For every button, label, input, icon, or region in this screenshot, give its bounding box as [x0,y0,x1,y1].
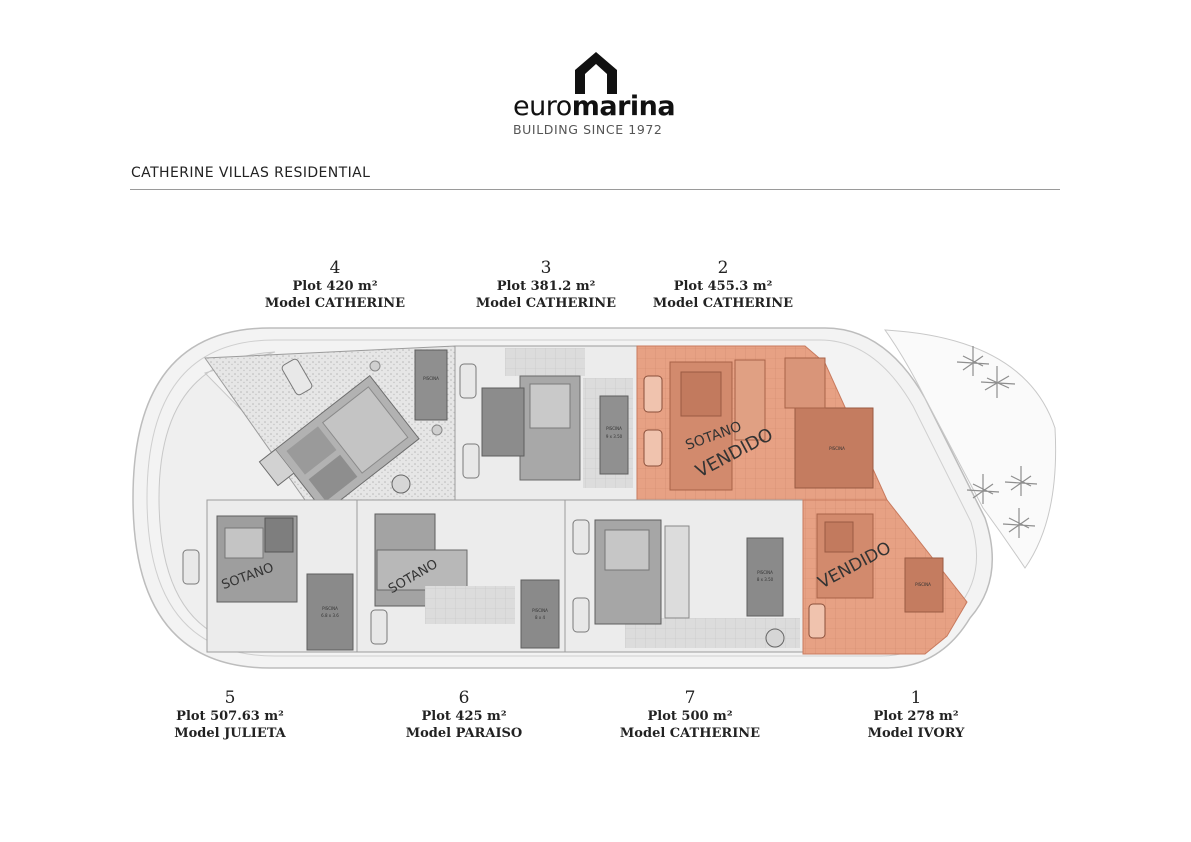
pool-label: PISCINA [915,582,931,587]
plot-model: Model CATHERINE [652,296,794,311]
plot-label-2: 2 Plot 455.3 m² Model CATHERINE [623,258,823,312]
brand-tagline: BUILDING SINCE 1972 [513,122,663,137]
heading-divider [130,189,1060,190]
pool-size: 8 x 3.50 [757,577,774,582]
plot-label-7: 7 Plot 500 m² Model CATHERINE [590,688,790,742]
pool-label: PISCINA [322,606,338,611]
plot-label-3: 3 Plot 381.2 m² Model CATHERINE [446,258,646,312]
pool-label: PISCINA [757,570,773,575]
plot-model: Model PARAISO [405,726,523,741]
plot-1-sold: PISCINA VENDIDO [802,499,968,655]
plot-number: 2 [717,258,729,278]
plot-area: Plot 507.63 m² [176,709,284,724]
plot-area: Plot 425 m² [421,709,507,724]
pool-label: PISCINA [606,426,622,431]
plot-number: 3 [540,258,552,278]
plot-5: PISCINA 6.8 x 3.6 SOTANO [182,499,358,653]
plot-label-6: 6 Plot 425 m² Model PARAISO [364,688,564,742]
house-icon [575,52,617,94]
plot-3: PISCINA 9 x 3.50 [454,345,638,501]
pool-size: 6.8 x 3.6 [321,613,339,618]
plot-area: Plot 420 m² [292,279,378,294]
plot-area: Plot 455.3 m² [673,279,773,294]
plot-model: Model CATHERINE [619,726,761,741]
plot-7: PISCINA 8 x 3.50 [564,499,804,653]
brand-name: euromarina [513,91,676,122]
plot-number: 4 [329,258,341,278]
plot-area: Plot 278 m² [873,709,959,724]
brand-name-bold: marina [571,91,676,122]
pool-label: PISCINA [829,446,845,451]
plot-number: 6 [458,688,470,708]
plot-number: 7 [684,688,696,708]
plot-area: Plot 381.2 m² [496,279,596,294]
plot-label-4: 4 Plot 420 m² Model CATHERINE [235,258,435,312]
brand-name-light: euro [513,91,572,122]
plot-model: Model CATHERINE [475,296,617,311]
pool-label: PISCINA [532,608,548,613]
brand-logo: euromarina BUILDING SINCE 1972 [508,50,683,140]
pool-size: 9 x 3.50 [606,434,623,439]
plot-2-sold: PISCINA SOTANO VENDIDO [636,345,888,501]
page-title: CATHERINE VILLAS RESIDENTIAL [131,165,371,181]
plot-model: Model JULIETA [174,726,286,741]
garden-area [883,329,1057,569]
plot-area: Plot 500 m² [647,709,733,724]
plot-number: 1 [910,688,922,708]
plot-6: PISCINA 8 x 4 SOTANO [356,499,566,653]
plot-number: 5 [224,688,236,708]
plot-label-1: 1 Plot 278 m² Model IVORY [816,688,1016,742]
plot-model: Model IVORY [867,726,965,741]
site-plan: PISCINA PISCINA 9 x 3.50 PISCINA SOTANO … [132,327,1057,669]
plot-4: PISCINA [204,345,456,514]
palm-icon [956,346,1038,538]
pool-size: 8 x 4 [535,615,545,620]
plot-label-5: 5 Plot 507.63 m² Model JULIETA [130,688,330,742]
plot-model: Model CATHERINE [264,296,406,311]
pool-label: PISCINA [423,376,439,381]
